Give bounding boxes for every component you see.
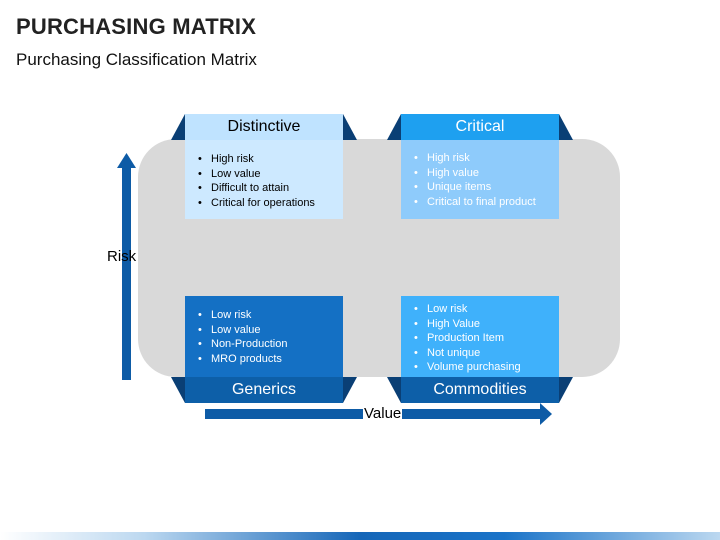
list-item: MRO products bbox=[198, 352, 343, 367]
critical-box: High risk High value Unique items Critic… bbox=[401, 140, 559, 219]
risk-arrow-shaft bbox=[122, 168, 131, 380]
list-item: Critical to final product bbox=[414, 195, 559, 210]
commodities-left-wing bbox=[387, 377, 401, 403]
critical-left-wing bbox=[387, 114, 401, 140]
list-item: Low value bbox=[198, 323, 343, 338]
list-item: Not unique bbox=[414, 346, 559, 361]
value-arrow-head bbox=[540, 403, 552, 425]
list-item: Low risk bbox=[414, 302, 559, 317]
commodities-box: Low risk High Value Production Item Not … bbox=[401, 296, 559, 377]
slide-title: PURCHASING MATRIX bbox=[16, 14, 257, 39]
list-item: Unique items bbox=[414, 180, 559, 195]
commodities-right-wing bbox=[559, 377, 573, 403]
critical-right-wing bbox=[559, 114, 573, 140]
critical-list: High risk High value Unique items Critic… bbox=[401, 151, 559, 209]
distinctive-list: High risk Low value Difficult to attain … bbox=[185, 152, 343, 210]
list-item: Production Item bbox=[414, 331, 559, 346]
generics-right-wing bbox=[343, 377, 357, 403]
list-item: Difficult to attain bbox=[198, 181, 343, 196]
generics-left-wing bbox=[171, 377, 185, 403]
slide-subtitle: Purchasing Classification Matrix bbox=[16, 50, 257, 69]
list-item: High risk bbox=[414, 151, 559, 166]
distinctive-right-wing bbox=[343, 114, 357, 140]
list-item: High risk bbox=[198, 152, 343, 167]
list-item: Low value bbox=[198, 167, 343, 182]
value-axis-label: Value bbox=[363, 405, 403, 422]
critical-header: Critical bbox=[401, 114, 559, 140]
generics-list: Low risk Low value Non-Production MRO pr… bbox=[185, 308, 343, 366]
distinctive-header: Distinctive bbox=[185, 114, 343, 140]
commodities-header: Commodities bbox=[401, 377, 559, 403]
list-item: High value bbox=[414, 166, 559, 181]
generics-box: Low risk Low value Non-Production MRO pr… bbox=[185, 296, 343, 377]
commodities-list: Low risk High Value Production Item Not … bbox=[401, 302, 559, 375]
risk-arrow-head bbox=[117, 153, 136, 168]
list-item: High Value bbox=[414, 317, 559, 332]
list-item: Volume purchasing bbox=[414, 360, 559, 375]
risk-axis-label: Risk bbox=[107, 248, 137, 265]
distinctive-left-wing bbox=[171, 114, 185, 140]
distinctive-box: High risk Low value Difficult to attain … bbox=[185, 140, 343, 219]
list-item: Non-Production bbox=[198, 337, 343, 352]
footer-gradient-bar bbox=[0, 532, 720, 540]
list-item: Low risk bbox=[198, 308, 343, 323]
generics-header: Generics bbox=[185, 377, 343, 403]
list-item: Critical for operations bbox=[198, 196, 343, 211]
